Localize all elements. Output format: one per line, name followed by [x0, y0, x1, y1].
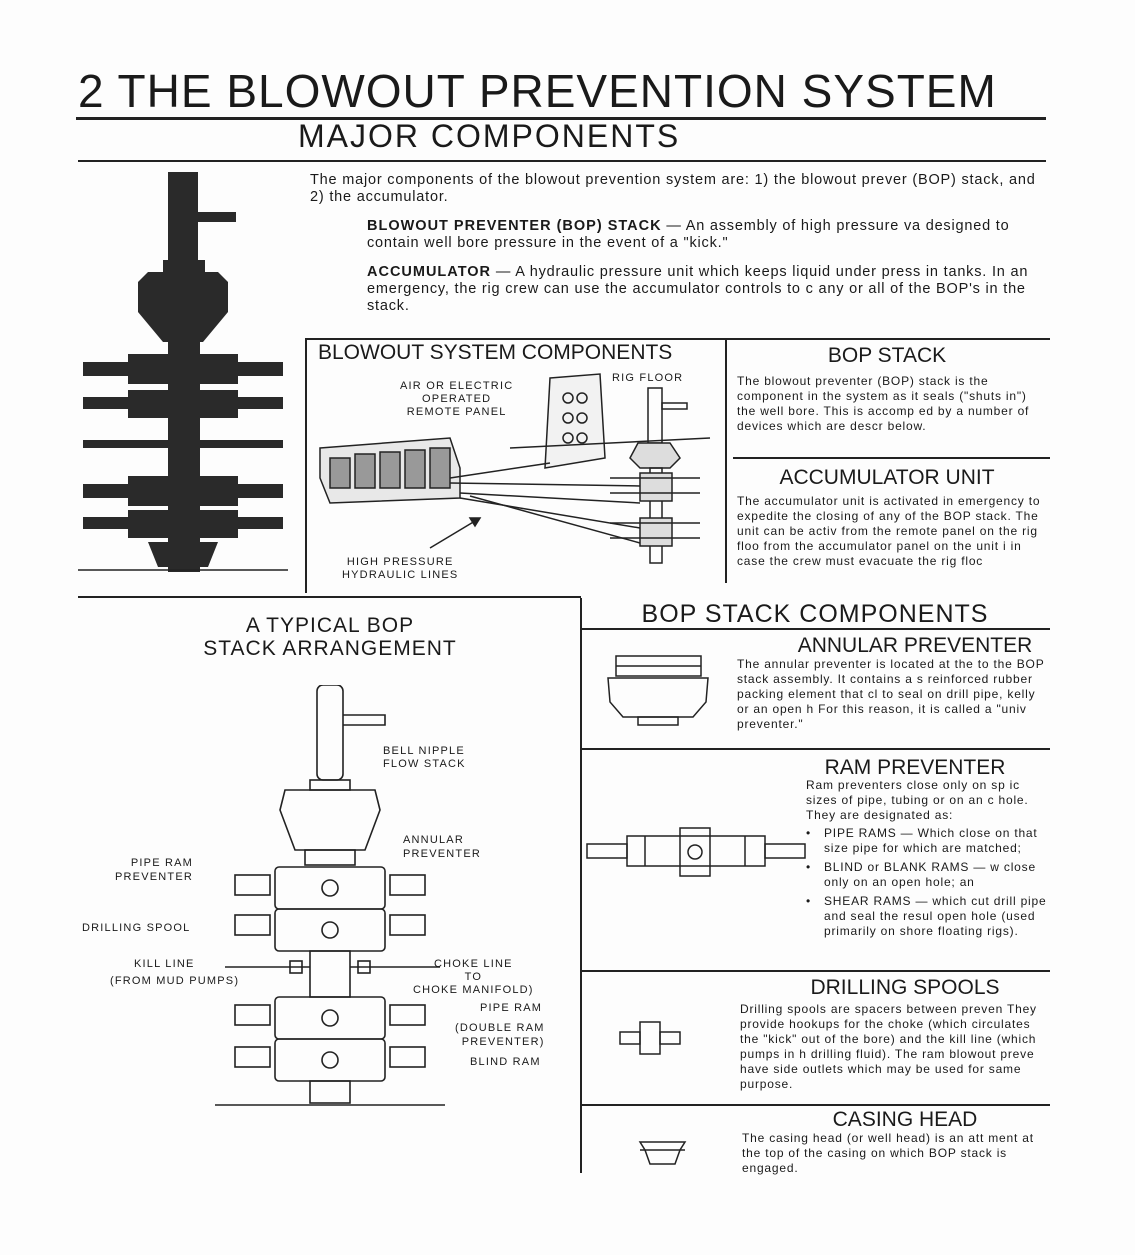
ram-preventer-icon: [586, 827, 806, 877]
bell-nipple-label: BELL NIPPLE FLOW STACK: [383, 745, 466, 770]
bullet-text: PIPE RAMS — Which close on that size pip…: [824, 826, 1038, 855]
drilling-spool-icon: [619, 1021, 681, 1055]
accumulator-definition-text: — A hydraulic pressure unit which keeps …: [367, 264, 1029, 314]
remote-panel-label: AIR OR ELECTRIC OPERATED REMOTE PANEL: [400, 380, 514, 418]
choke-line-label: CHOKE LINE TO CHOKE MANIFOLD): [413, 958, 534, 996]
annular-rule: [581, 748, 1050, 750]
annular-text: The annular preventer is located at the …: [737, 657, 1045, 731]
bop-stack-title: BOP STACK: [827, 344, 947, 367]
page-title: 2 THE BLOWOUT PREVENTION SYSTEM: [78, 65, 997, 117]
panel-left-rule: [305, 338, 307, 593]
accumulator-term: ACCUMULATOR: [367, 264, 492, 280]
ram-title: RAM PREVENTER: [824, 756, 1006, 779]
page-subtitle: MAJOR COMPONENTS: [298, 118, 681, 154]
bop-term: BLOWOUT PREVENTER (BOP) STACK: [367, 218, 662, 234]
bop-stack-rule: [733, 457, 1050, 459]
annular-title: ANNULAR PREVENTER: [797, 634, 1033, 657]
panel-top-rule: [305, 338, 1050, 340]
annular-preventer-icon: [607, 655, 709, 726]
spools-text: Drilling spools are spacers between prev…: [740, 1002, 1037, 1091]
bop-definition-text: — An assembly of high pressure va design…: [367, 218, 1010, 251]
bop-definition: BLOWOUT PREVENTER (BOP) STACK — An assem…: [367, 218, 1045, 252]
system-components-title: BLOWOUT SYSTEM COMPONENTS: [318, 341, 673, 364]
accumulator-definition: ACCUMULATOR — A hydraulic pressure unit …: [367, 264, 1045, 315]
spools-title: DRILLING SPOOLS: [810, 976, 1000, 999]
section-divider: [78, 596, 581, 598]
panel-divider: [725, 338, 727, 583]
hydraulic-lines-label: HIGH PRESSURE HYDRAULIC LINES: [342, 556, 459, 581]
subtitle-rule: [78, 160, 1046, 162]
intro-paragraph: The major components of the blowout prev…: [310, 172, 1036, 205]
annular-preventer-label: ANNULAR PREVENTER: [403, 834, 482, 860]
blind-ram-label: BLIND RAM: [470, 1056, 541, 1068]
ram-intro: Ram preventers close only on sp ic sizes…: [806, 778, 1029, 822]
components-title: BOP STACK COMPONENTS: [641, 600, 989, 628]
title-rule: [76, 117, 1046, 120]
bop-stack-illustration: [78, 172, 288, 572]
ram-bullet: •BLIND or BLANK RAMS — w close only on a…: [806, 860, 1050, 890]
ram-bullet: •PIPE RAMS — Which close on that size pi…: [806, 826, 1050, 856]
components-left-rule: [580, 598, 582, 1173]
casing-text: The casing head (or well head) is an att…: [742, 1131, 1034, 1175]
drilling-spool-label: DRILLING SPOOL: [82, 922, 191, 934]
spools-rule: [581, 1104, 1050, 1106]
components-title-rule: [581, 628, 1050, 630]
intro-section: The major components of the blowout prev…: [310, 172, 1045, 327]
accumulator-title: ACCUMULATOR UNIT: [779, 466, 995, 489]
ram-rule: [581, 970, 1050, 972]
bullet-text: BLIND or BLANK RAMS — w close only on an…: [824, 860, 1036, 889]
system-components-diagram: [319, 373, 711, 564]
casing-title: CASING HEAD: [832, 1108, 978, 1131]
rig-floor-label: RIG FLOOR: [612, 372, 684, 384]
ram-bullet: •SHEAR RAMS — which cut drill pipe and s…: [806, 894, 1050, 939]
bop-arrangement-diagram: [215, 685, 445, 1106]
accumulator-text: The accumulator unit is activated in eme…: [737, 494, 1041, 568]
bullet-text: SHEAR RAMS — which cut drill pipe and se…: [824, 894, 1047, 938]
double-ram-label: (DOUBLE RAM PREVENTER): [455, 1022, 545, 1048]
mud-pumps-label: (FROM MUD PUMPS): [110, 975, 240, 987]
pipe-ram-preventer-label: PIPE RAM PREVENTER: [115, 857, 194, 883]
ram-bullets: •PIPE RAMS — Which close on that size pi…: [806, 826, 1050, 970]
pipe-ram-label: PIPE RAM: [480, 1002, 543, 1014]
casing-head-icon: [638, 1141, 687, 1165]
bop-stack-text: The blowout preventer (BOP) stack is the…: [737, 374, 1030, 433]
arrangement-title: A TYPICAL BOP STACK ARRANGEMENT: [203, 614, 457, 660]
kill-line-label: KILL LINE: [134, 958, 195, 970]
